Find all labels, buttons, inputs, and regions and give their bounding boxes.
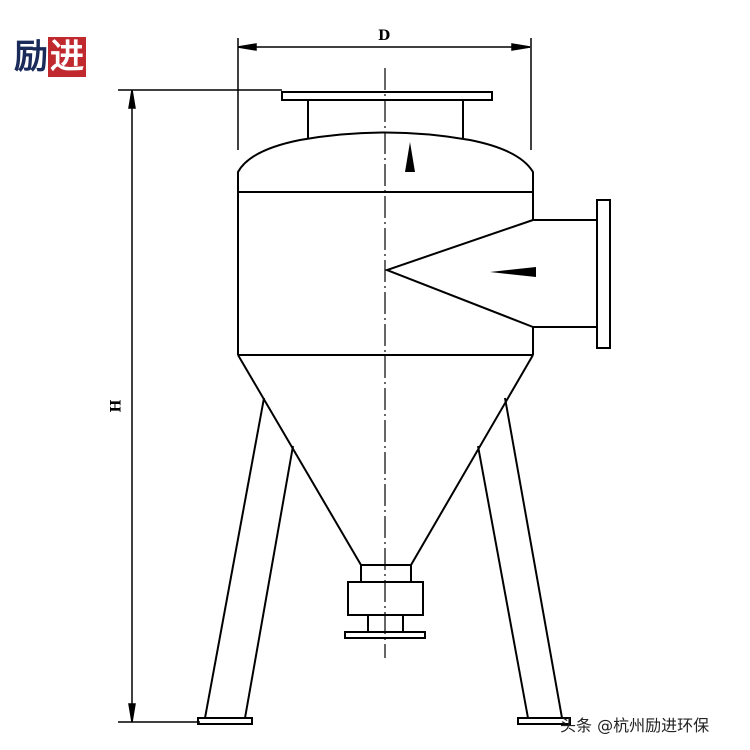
watermark: 头条 @杭州励进环保	[560, 716, 710, 735]
support-legs	[197, 397, 571, 725]
diameter-dimension	[237, 38, 532, 150]
height-dimension	[118, 89, 282, 723]
diameter-label: D	[378, 28, 391, 44]
company-logo: 励进	[14, 37, 86, 77]
logo-part2: 进	[48, 37, 86, 77]
inlet-pipe	[384, 199, 611, 349]
arrow-up-icon	[405, 142, 415, 172]
flow-arrows	[405, 142, 536, 277]
top-outlet-pipe	[281, 91, 493, 138]
logo-part1: 励	[14, 37, 48, 77]
height-label: H	[108, 399, 125, 413]
arrow-left-icon	[490, 267, 536, 277]
